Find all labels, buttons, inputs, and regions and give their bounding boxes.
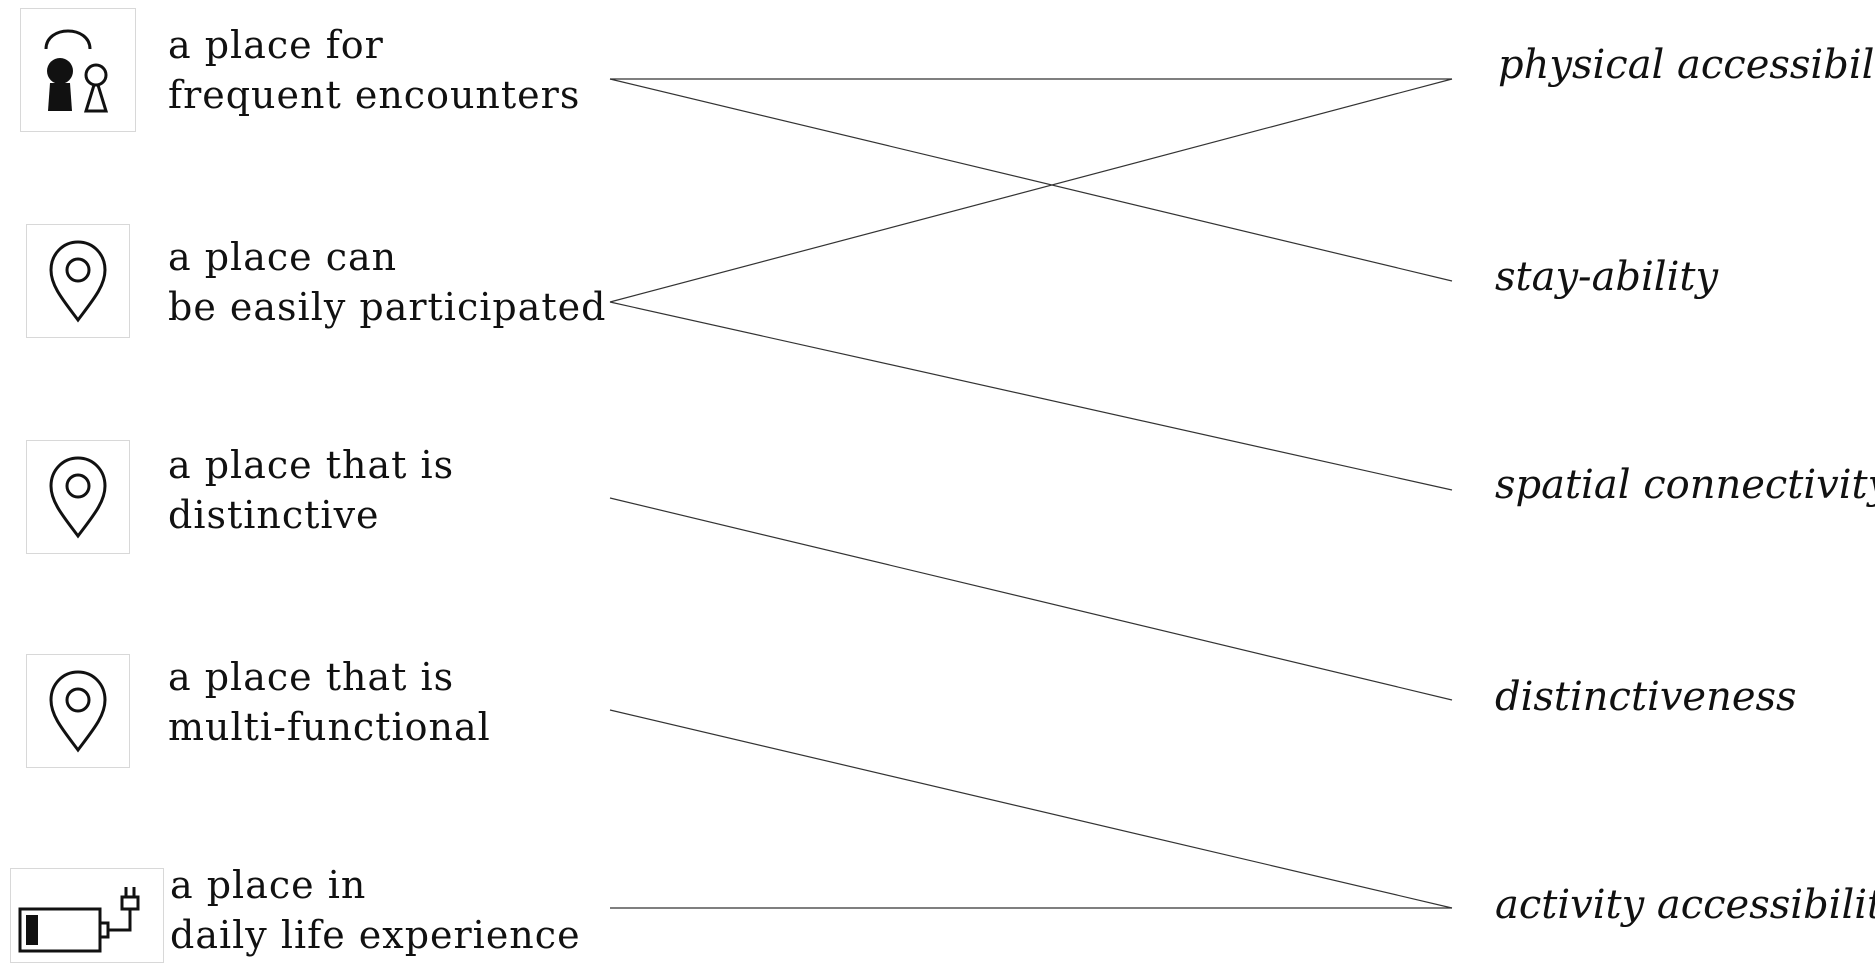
left-label-4: a place that is multi-functional <box>168 652 491 752</box>
left-label-4-line1: a place that is <box>168 655 455 699</box>
right-label-spatial-connectivity: spatial connectivity <box>1495 462 1875 508</box>
location-pin-icon <box>49 240 107 323</box>
left-label-2-line1: a place can <box>168 235 398 279</box>
location-pin-icon <box>49 456 107 539</box>
right-label-stay-ability: stay-ability <box>1495 254 1719 300</box>
people-icon <box>44 29 109 113</box>
left-label-4-line2: multi-functional <box>168 705 491 749</box>
left-label-5-line2: daily life experience <box>170 913 581 957</box>
right-label-activity-accessibility: activity accessibility <box>1495 882 1875 928</box>
location-pin-icon-box-3 <box>26 440 130 554</box>
people-icon-box <box>20 8 136 132</box>
connector-line-4 <box>609 301 1453 491</box>
left-label-2: a place can be easily participated <box>168 232 606 332</box>
left-label-3: a place that is distinctive <box>168 440 454 540</box>
location-pin-icon <box>49 670 107 753</box>
left-label-1: a place for frequent encounters <box>168 20 580 120</box>
connector-line-2 <box>609 78 1453 282</box>
left-label-1-line1: a place for <box>168 23 384 67</box>
left-label-1-line2: frequent encounters <box>168 73 581 117</box>
connector-line-5 <box>609 497 1453 701</box>
location-pin-icon-box-4 <box>26 654 130 768</box>
connector-line-6 <box>609 709 1453 909</box>
left-label-3-line2: distinctive <box>168 493 380 537</box>
left-label-2-line2: be easily participated <box>168 285 607 329</box>
location-pin-icon-box-2 <box>26 224 130 338</box>
left-label-3-line1: a place that is <box>168 443 455 487</box>
battery-plug-icon-box <box>10 868 164 963</box>
battery-plug-icon <box>18 886 140 952</box>
left-label-5-line1: a place in <box>170 863 367 907</box>
right-label-physical-accessibility: physical accessibility <box>1498 42 1875 88</box>
connector-line-3 <box>609 78 1453 303</box>
left-label-5: a place in daily life experience <box>170 860 581 960</box>
right-label-distinctiveness: distinctiveness <box>1495 674 1797 720</box>
